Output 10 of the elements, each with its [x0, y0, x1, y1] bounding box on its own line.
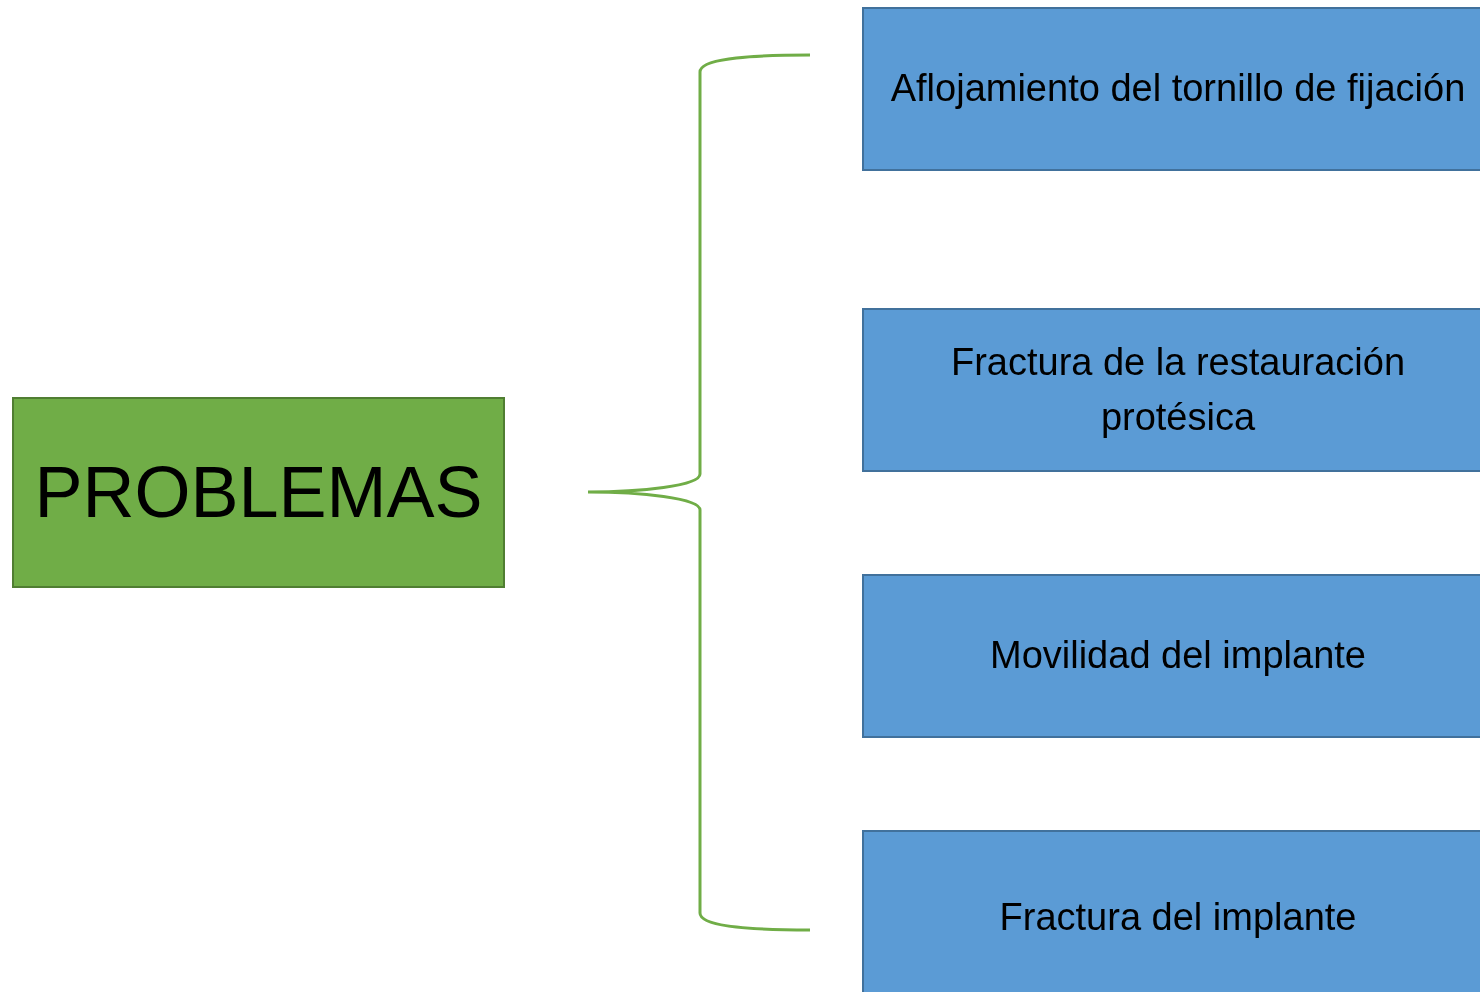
box-label: Fractura de la restauración protésica — [949, 339, 1407, 440]
problem-box — [862, 574, 1480, 738]
box-label: Fractura del implante — [999, 894, 1357, 940]
box-title: PROBLEMAS — [34, 451, 483, 535]
box-label: Aflojamiento del tornillo de fijación — [890, 66, 1466, 112]
title-box — [12, 397, 505, 588]
box-label: Movilidad del implante — [990, 633, 1366, 679]
problem-box — [862, 7, 1480, 171]
problem-box — [862, 308, 1480, 472]
problem-box — [862, 830, 1480, 992]
